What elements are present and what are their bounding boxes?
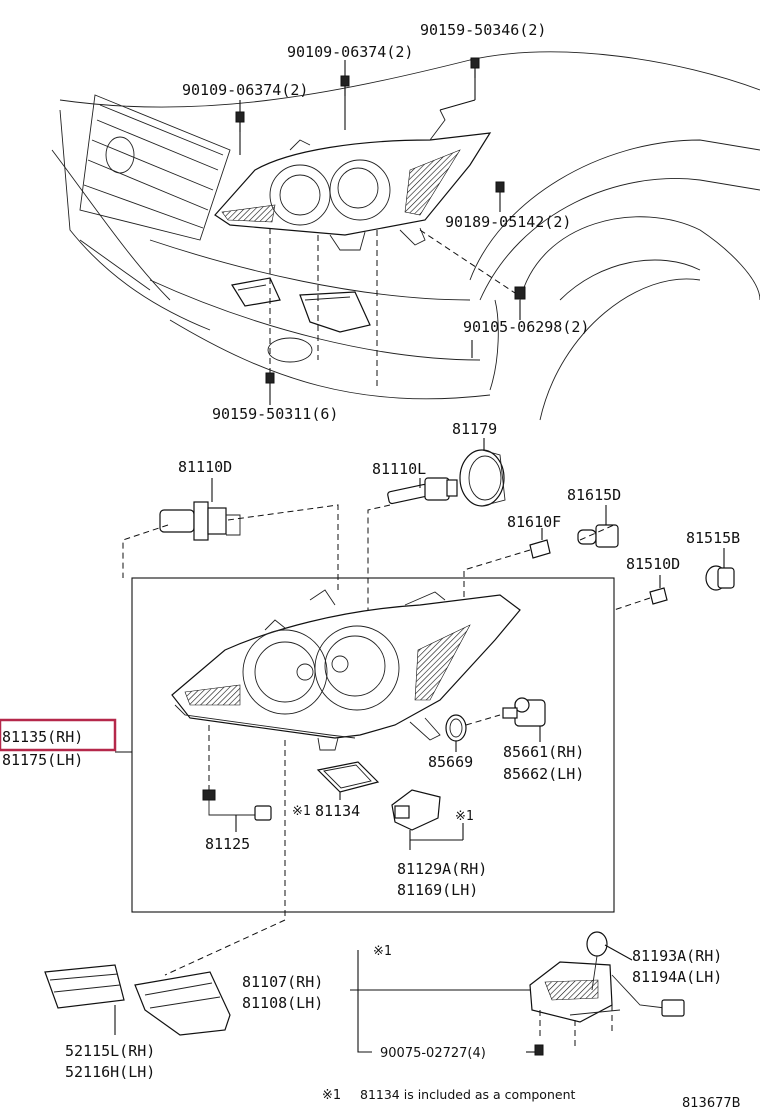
assembly-frame — [131, 577, 615, 913]
label-bulb-81110d: 81110D — [178, 458, 232, 476]
footnote-text: 81134 is included as a component — [360, 1087, 575, 1102]
actuator-illustration — [391, 789, 464, 850]
label-bolt-top-b: 90109-06374(2) — [287, 43, 413, 61]
socket-81515b-illustration — [705, 548, 735, 591]
label-actuator-rh: 81129A(RH) — [397, 860, 487, 878]
label-bulb-81615d: 81615D — [567, 486, 621, 504]
label-screw-right: 90189-05142(2) — [445, 213, 571, 231]
label-gasket-85669: 85669 — [428, 753, 473, 771]
label-cover-81134: 81134 — [315, 802, 360, 820]
bulb-81510d-illustration — [649, 575, 668, 605]
label-motor-lh: 85662(LH) — [503, 765, 584, 783]
socket-81179-illustration — [459, 438, 506, 507]
bulb-81110d-illustration — [159, 478, 241, 541]
selected-part-highlight — [0, 718, 117, 752]
gasket-85669-illustration — [445, 714, 501, 752]
headlamp-assembly-illustration — [171, 589, 521, 751]
label-socket-81515b: 81515B — [686, 529, 740, 547]
label-bolt-bottom: 90159-50311(6) — [212, 405, 338, 423]
label-motor-rh: 85661(RH) — [503, 743, 584, 761]
footnote-mark: ※1 — [322, 1088, 341, 1103]
screw-icon — [526, 1044, 544, 1056]
label-ballast-lh: 81108(LH) — [242, 994, 323, 1012]
lens-81610f-illustration — [529, 528, 551, 559]
bolt-icon — [470, 57, 480, 78]
label-screw-bottom: 90075-02727(4) — [380, 1046, 486, 1061]
label-bolt-top-a: 90159-50346(2) — [420, 21, 546, 39]
label-assembly-lh: 81175(LH) — [2, 751, 83, 769]
label-bracket-rh: 52115L(RH) — [65, 1042, 155, 1060]
sensor-81125-illustration — [202, 725, 272, 832]
cover-81134-illustration — [316, 761, 380, 800]
bulb-81615d-illustration — [577, 505, 619, 548]
bolt-icon — [340, 75, 350, 96]
ballast-illustration — [350, 961, 613, 1050]
leveling-motor-illustration — [502, 697, 546, 742]
label-bolt-top-c: 90109-06374(2) — [182, 81, 308, 99]
label-bracket-lh: 52116H(LH) — [65, 1063, 155, 1081]
figure-code: 813677B — [682, 1096, 741, 1111]
label-lens-81610f: 81610F — [507, 513, 561, 531]
label-screw-right-low: 90105-06298(2) — [463, 318, 589, 336]
vehicle-front-illustration — [51, 51, 760, 421]
label-ballast-mark: ※1 — [373, 944, 392, 959]
label-sensor-81125: 81125 — [205, 835, 250, 853]
ignitor-illustration — [569, 931, 685, 1017]
label-ballast-rh: 81107(RH) — [242, 973, 323, 991]
screw-icon — [514, 286, 526, 300]
bolt-icon — [235, 111, 245, 132]
bolt-icon — [265, 372, 275, 384]
label-cover-mark: ※1 — [292, 804, 311, 819]
label-ignitor-rh: 81193A(RH) — [632, 947, 722, 965]
label-assembly-rh[interactable]: 81135(RH) — [2, 728, 83, 746]
bulb-81110l-illustration — [387, 477, 458, 505]
label-ignitor-lh: 81194A(LH) — [632, 968, 722, 986]
label-socket-81179: 81179 — [452, 420, 497, 438]
label-actuator-lh: 81169(LH) — [397, 881, 478, 899]
label-actuator-mark: ※1 — [455, 809, 474, 824]
bracket-illustration — [44, 740, 286, 1036]
label-bulb-81110l: 81110L — [372, 460, 426, 478]
label-bulb-81510d: 81510D — [626, 555, 680, 573]
screw-icon — [495, 181, 505, 193]
